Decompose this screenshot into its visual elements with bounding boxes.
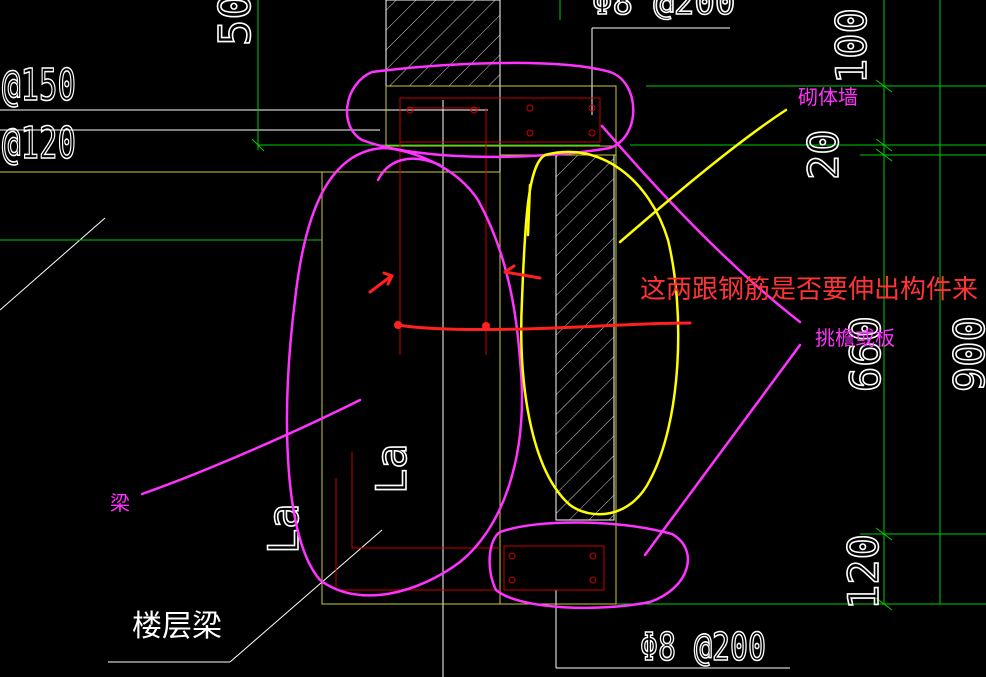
red-dot-right — [482, 322, 490, 330]
la-inner-label: La — [367, 443, 416, 494]
floor-beam-label: 楼层梁 — [132, 609, 222, 644]
spacing-120-label: @120 — [2, 118, 76, 169]
dim-100-label: 100 — [827, 8, 876, 84]
yellow-beam-outline — [0, 85, 617, 605]
magenta-markup — [140, 61, 802, 610]
yellow-markup — [520, 108, 788, 516]
green-dimension-lines — [0, 0, 986, 611]
dim-900-label: 900 — [945, 316, 986, 392]
dim-660-label: 660 — [841, 316, 890, 392]
upper-wall-hatch — [385, 0, 501, 87]
dim-120-label: 120 — [839, 534, 888, 610]
white-linework — [0, 27, 790, 677]
bottom-ellipse — [488, 521, 690, 610]
la-outer-label: La — [259, 503, 308, 554]
cantilever-annotation: 挑檐或板 — [815, 326, 895, 350]
dim-20-label: 20 — [799, 129, 848, 180]
beam-loop — [285, 146, 524, 597]
lower-wall-hatch — [555, 154, 615, 521]
red-rebar-dots — [406, 104, 597, 584]
rebar-bottom-label: Φ8 @200 — [640, 625, 766, 669]
spacing-150-label: @150 — [2, 60, 76, 111]
red-markup — [368, 264, 692, 332]
question-annotation: 这两跟钢筋是否要伸出构件来 — [640, 275, 978, 305]
beam-annotation: 梁 — [110, 491, 130, 515]
red-dot-left — [394, 321, 402, 329]
dim-50-label: 50 — [210, 0, 261, 46]
masonry-wall-annotation: 砌体墙 — [798, 85, 858, 109]
wall-loop — [520, 150, 680, 516]
top-ellipse — [345, 61, 635, 159]
rebar-top-label: Φ8 @200 — [592, 0, 735, 23]
